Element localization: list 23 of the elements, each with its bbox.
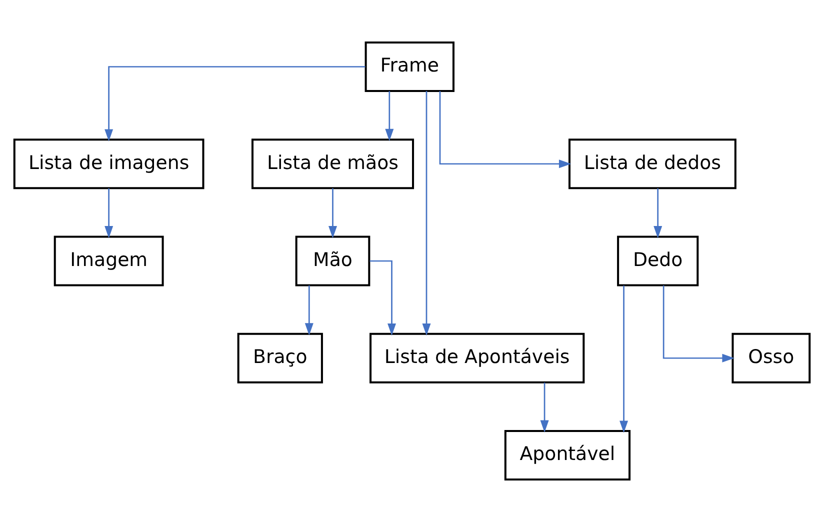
arrow — [104, 66, 365, 142]
arrow — [653, 188, 662, 238]
node-box: Mão — [294, 236, 370, 286]
node-box: Lista de mãos — [250, 138, 414, 190]
arrow — [540, 382, 548, 432]
node-box: Lista de imagens — [12, 138, 204, 190]
node-box: Dedo — [616, 236, 698, 286]
arrow — [662, 286, 734, 362]
node-box: Lista de dedos — [568, 138, 736, 190]
arrow — [369, 260, 396, 336]
arrow — [328, 188, 336, 238]
node-box: Lista de Apontáveis — [369, 332, 584, 384]
node-box: Apontável — [504, 430, 630, 481]
arrow — [104, 188, 113, 238]
arrow — [619, 286, 628, 433]
node-box: Osso — [731, 332, 810, 384]
node-box: Imagem — [53, 236, 164, 286]
arrow — [304, 286, 313, 336]
arrow — [422, 91, 430, 336]
node-box: Braço — [236, 332, 322, 384]
arrow — [384, 91, 394, 142]
node-box: Frame — [364, 41, 454, 92]
arrow — [438, 91, 571, 168]
